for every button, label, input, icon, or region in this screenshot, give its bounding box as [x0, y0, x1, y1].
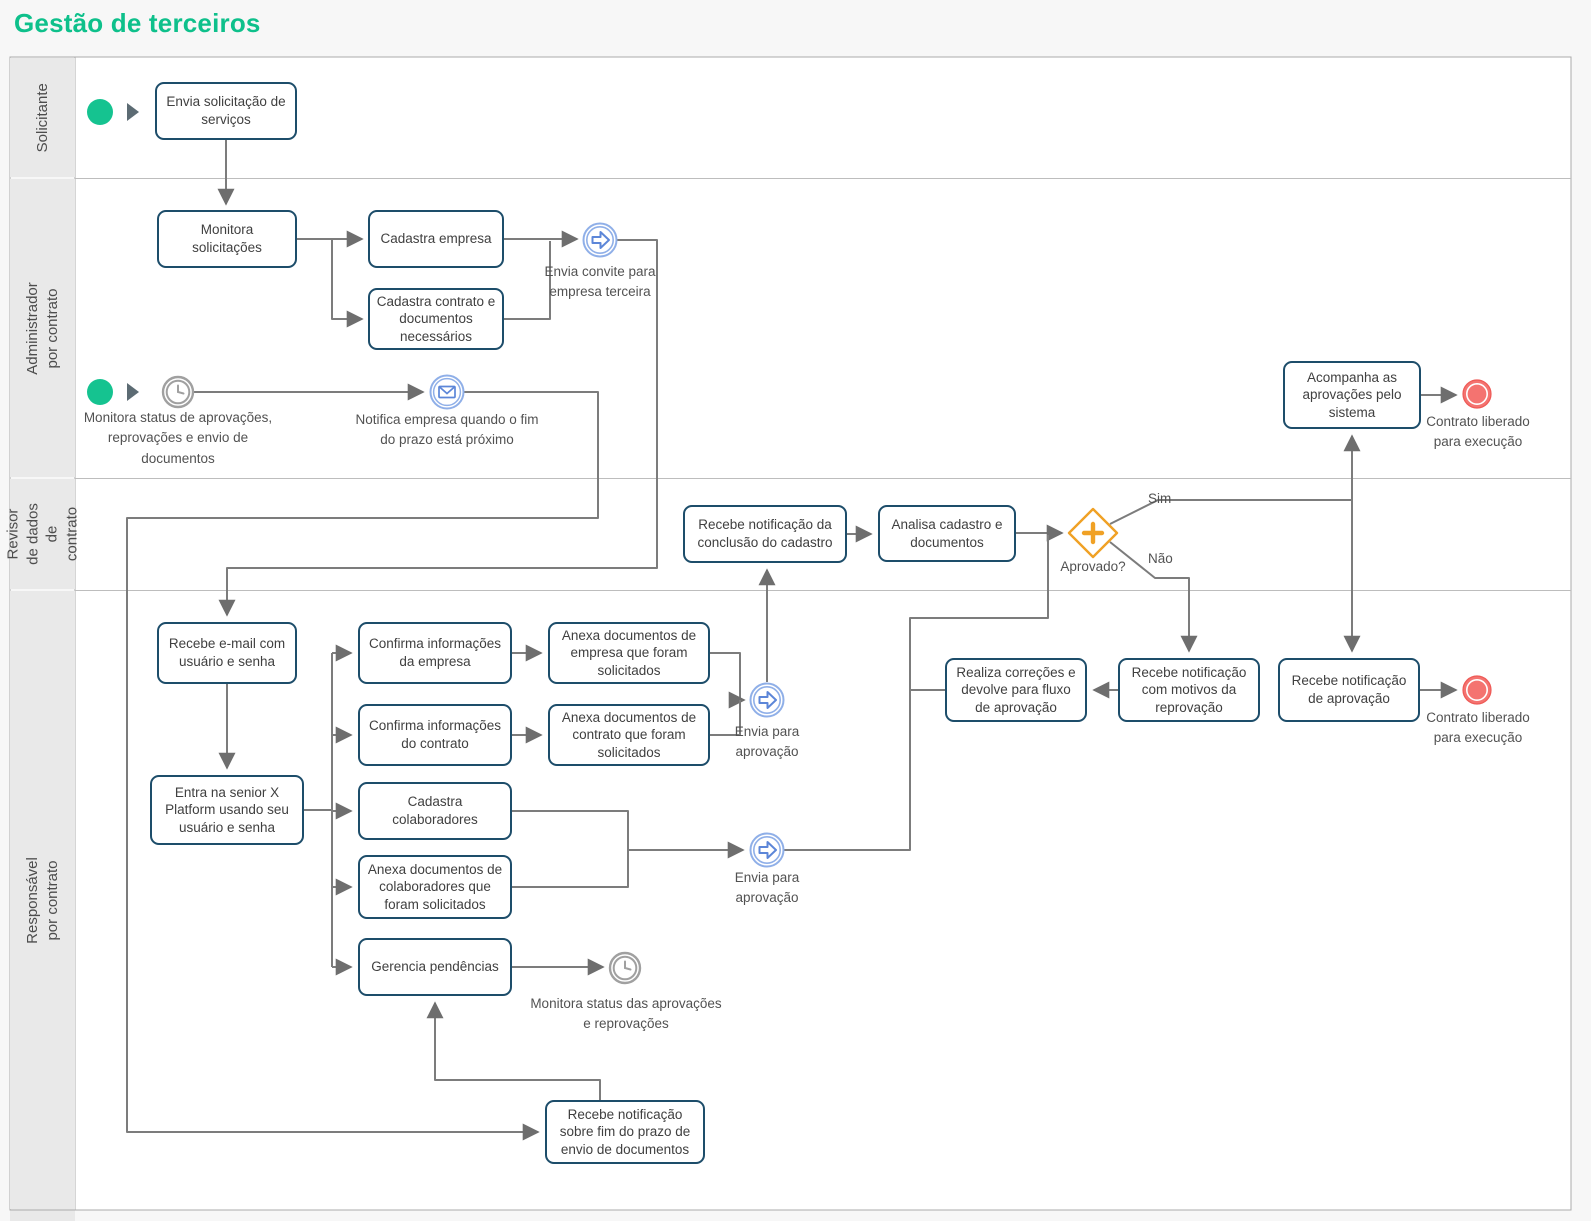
flow-anexa-colab-envia2 [512, 850, 629, 888]
page-title: Gestão de terceiros [14, 8, 261, 38]
lane-administrador: Administrador por contrato [10, 179, 75, 477]
clock-icon [177, 384, 185, 395]
link-arrow-icon [127, 383, 139, 401]
flow-convite-recebe-email [218, 239, 658, 617]
flow-monitora-cadastra-contrato [331, 239, 364, 328]
label-notifica-empresa: Notifica empresa quando o fim do prazo e… [355, 412, 539, 448]
label-monitora-status-resp: Monitora status das aprovações e reprova… [530, 996, 722, 1032]
flow-notifica-recebe-prazo [126, 391, 599, 1141]
end-event-contrato-resp[interactable] [1462, 675, 1492, 705]
flow-anexa-empresa-envia1 [710, 652, 746, 709]
message-event-notifica-empresa[interactable] [429, 374, 465, 410]
timer-event-monitora-aprovacoes[interactable] [608, 951, 642, 985]
task-cadastra-empresa[interactable]: Cadastra empresa [368, 210, 504, 268]
task-cadastra-contrato[interactable]: Cadastra contrato e documentos necessári… [368, 288, 504, 350]
label-gateway-sim: Sim [1148, 491, 1172, 506]
task-monitora-solicitacoes[interactable]: Monitora solicitações [157, 210, 297, 268]
flow-gateway-sim [1109, 499, 1352, 525]
label-monitora-status-admin: Monitora status de aprovações, reprovaçõ… [83, 410, 273, 466]
flow-prazo-gerencia [426, 1001, 601, 1100]
start-event-solicitante[interactable] [87, 99, 113, 125]
lane-solicitante: Solicitante [10, 58, 75, 177]
task-recebe-email[interactable]: Recebe e-mail com usuário e senha [157, 622, 297, 684]
task-confirma-info-contrato[interactable]: Confirma informações do contrato [358, 704, 512, 766]
label-envia-convite: Envia convite para empresa terceira [544, 264, 656, 300]
events-layer [87, 99, 1492, 985]
task-recebe-notificacao-cadastro[interactable]: Recebe notificação da conclusão do cadas… [683, 505, 847, 563]
sequence-flows [126, 140, 1458, 1141]
flow-anexa-contrato-envia1 [710, 700, 741, 736]
lane-revisor: Revisor de dados de contrato [5, 479, 80, 589]
throw-event-envia-aprovacao-2[interactable] [749, 832, 785, 868]
timer-event-monitora-status[interactable] [161, 375, 195, 409]
throw-event-envia-aprovacao-1[interactable] [749, 682, 785, 718]
label-envia-aprovacao-2: Envia para aprovação [734, 870, 800, 906]
task-gerencia-pendencias[interactable]: Gerencia pendências [358, 938, 512, 996]
task-entra-plataforma[interactable]: Entra na senior X Platform usando seu us… [150, 775, 304, 845]
task-cadastra-colaboradores[interactable]: Cadastra colaboradores [358, 782, 512, 840]
task-anexa-docs-contrato[interactable]: Anexa documentos de contrato que foram s… [548, 704, 710, 766]
task-analisa-cadastro[interactable]: Analisa cadastro e documentos [878, 505, 1016, 562]
flow-gateway-nao [1109, 541, 1198, 653]
label-gateway-aprovado: Aprovado? [1060, 559, 1126, 574]
label-contrato-liberado-resp: Contrato liberado para execução [1426, 710, 1530, 746]
send-arrow-icon [758, 691, 777, 709]
task-anexa-docs-colaboradores[interactable]: Anexa documentos de colaboradores que fo… [358, 855, 512, 919]
send-arrow-icon [591, 231, 610, 249]
label-contrato-liberado-admin: Contrato liberado para execução [1426, 414, 1530, 450]
lane-responsavel: Responsável por contrato [10, 591, 75, 1209]
flow-colab-envia2 [512, 810, 745, 859]
task-anexa-docs-empresa[interactable]: Anexa documentos de empresa que foram so… [548, 622, 710, 684]
label-envia-aprovacao-1: Envia para aprovação [734, 724, 800, 760]
task-confirma-info-empresa[interactable]: Confirma informações da empresa [358, 622, 512, 684]
flow-cadastra-contrato-merge [504, 241, 551, 320]
start-event-monitoramento[interactable] [87, 379, 113, 405]
envelope-icon [438, 385, 456, 399]
plus-icon [1081, 521, 1105, 545]
task-recebe-notif-reprovacao[interactable]: Recebe notificação com motivos da reprov… [1118, 658, 1260, 722]
task-realiza-correcoes[interactable]: Realiza correções e devolve para fluxo d… [945, 658, 1087, 722]
task-recebe-notif-prazo[interactable]: Recebe notificação sobre fim do prazo de… [545, 1100, 705, 1164]
clock-icon [624, 960, 632, 971]
task-envia-solicitacao[interactable]: Envia solicitação de serviços [155, 82, 297, 140]
gateway-aprovado[interactable] [1067, 507, 1119, 559]
flow-envia-aprov2-gateway [784, 535, 1049, 851]
task-recebe-notif-aprovacao[interactable]: Recebe notificação de aprovação [1278, 658, 1420, 722]
send-arrow-icon [758, 841, 777, 859]
link-arrow-icon [127, 103, 139, 121]
end-event-contrato-admin[interactable] [1462, 379, 1492, 409]
label-gateway-nao: Não [1148, 551, 1173, 566]
throw-event-envia-convite[interactable] [582, 222, 618, 258]
task-acompanha-aprovacoes[interactable]: Acompanha as aprovações pelo sistema [1283, 361, 1421, 429]
